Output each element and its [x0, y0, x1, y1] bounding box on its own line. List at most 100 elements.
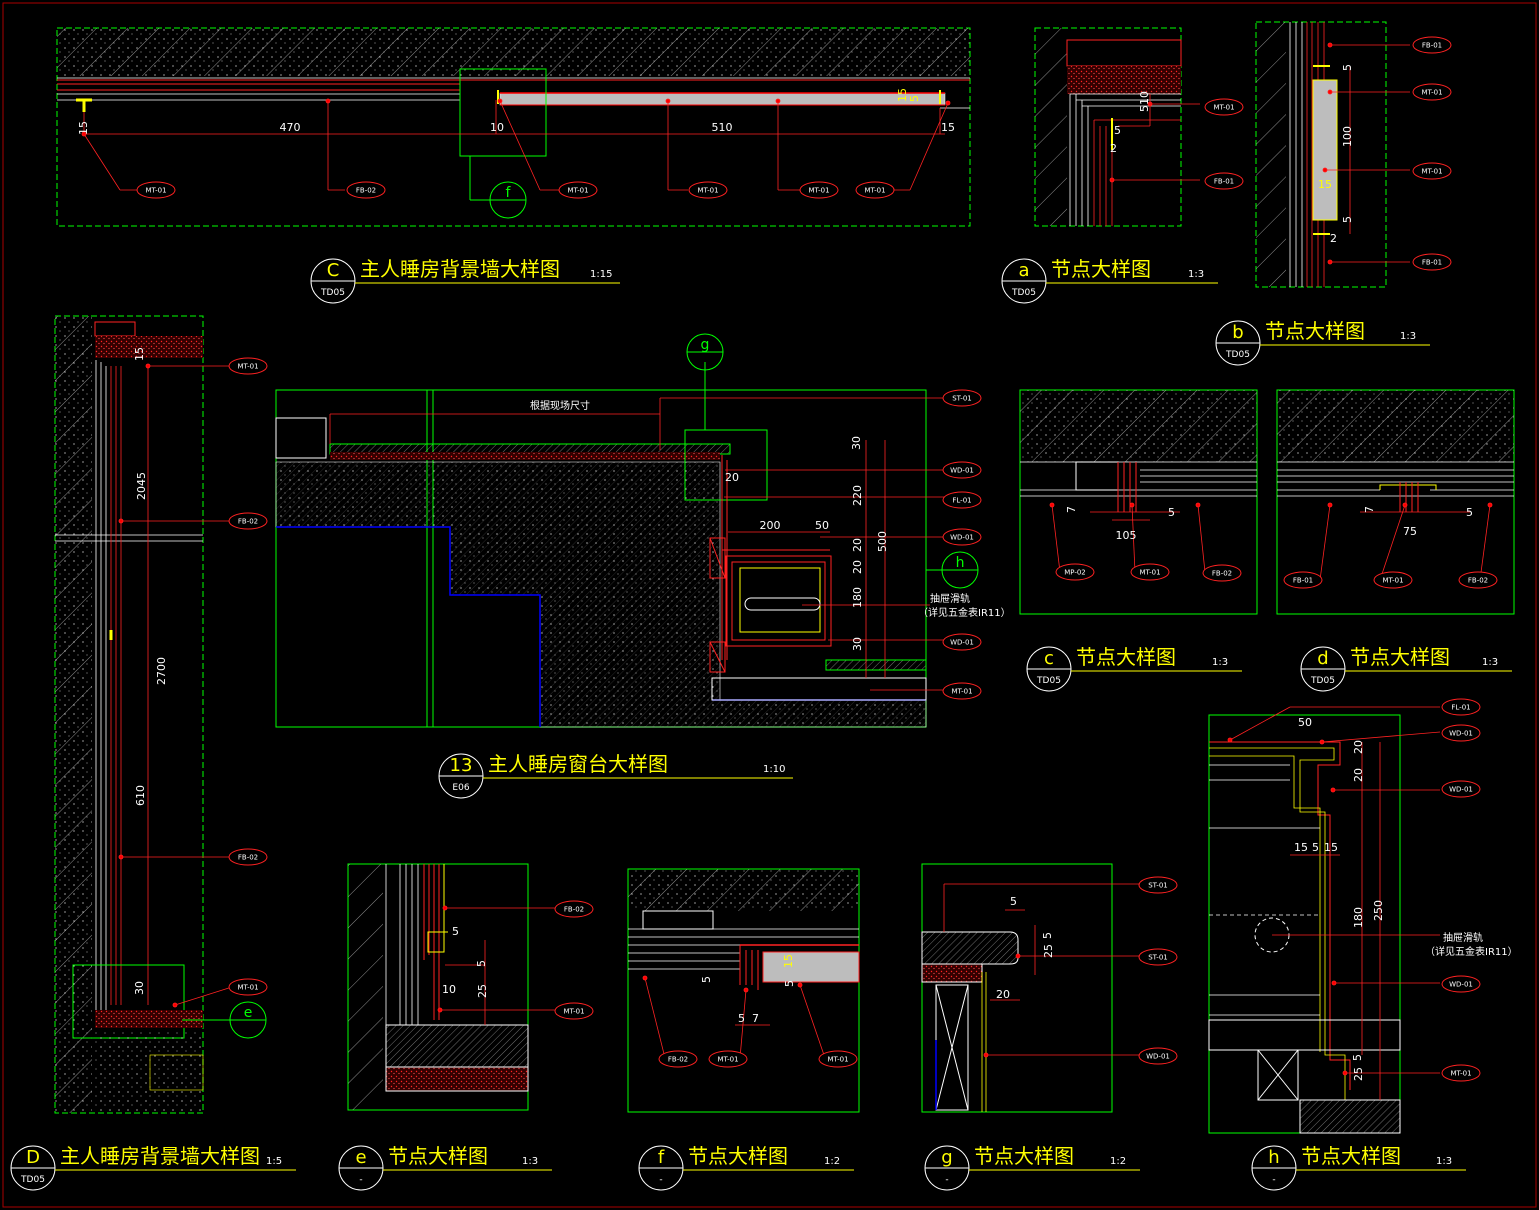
dim-h-15b: 15 [1324, 841, 1338, 854]
title-scale: 1:3 [1400, 331, 1416, 342]
callout-tag-label: MT-01 [1421, 89, 1442, 97]
callout-tag-mt01: MT-01 [228, 978, 268, 996]
callout-tag-label: FB-01 [1214, 178, 1234, 186]
callout-tag-label: FL-01 [1451, 704, 1470, 712]
title-letter: h [1268, 1147, 1279, 1168]
dim-13-20c: 20 [851, 560, 864, 574]
dim-g-25: 25 [1042, 944, 1055, 958]
callout-tag-label: MT-01 [1213, 104, 1234, 112]
callout-tag-fl01: FL-01 [942, 491, 982, 509]
title-scale: 1:5 [266, 1156, 282, 1167]
marker-h-label: h [956, 555, 965, 571]
callout-tag-label: WD-01 [1146, 1053, 1170, 1061]
callout-tag-fb02: FB-02 [658, 1050, 698, 1068]
callout-tag-label: WD-01 [950, 639, 974, 647]
callout-tag-mt01: MT-01 [136, 181, 176, 199]
detail-D-panel: e 15 2045 2700 610 30 [54, 315, 267, 1114]
dim-D-610: 610 [134, 785, 147, 806]
title-sheet-ref: E06 [452, 783, 469, 793]
callout-tag-label: FB-02 [668, 1056, 688, 1064]
callout-tag-label: MT-01 [1139, 569, 1160, 577]
callout-tag-fb02: FB-02 [554, 900, 594, 918]
callout-tag-label: MT-01 [827, 1056, 848, 1064]
dim-a-2: 2 [1110, 142, 1117, 155]
callout-tag-fb02: FB-02 [228, 512, 268, 530]
dim-D-2045: 2045 [135, 472, 148, 500]
dim-b-2: 2 [1330, 232, 1337, 245]
callout-tag-fb02: FB-02 [346, 181, 386, 199]
detail-13-panel: g h 根据现场尺寸 抽屉滑轨 （详见五金表IR11） 30 220 500 2… [275, 333, 1011, 728]
detail-f-panel: 15 5 5 5 7 [627, 868, 860, 1113]
dim-h-15: 15 [1294, 841, 1308, 854]
dim-C-470: 470 [280, 121, 301, 134]
dim-e-5: 5 [452, 925, 459, 938]
title-scale: 1:3 [1212, 657, 1228, 668]
callout-tag-label: WD-01 [1449, 786, 1473, 794]
dim-D-30: 30 [133, 981, 146, 995]
title-scale: 1:15 [590, 269, 612, 280]
title-letter: a [1018, 260, 1029, 281]
detail-h-panel: 50 20 20 15 5 15 180 250 5 25 抽屉滑轨 （详见五金… [1208, 706, 1518, 1134]
callout-tag-label: FB-01 [1422, 259, 1442, 267]
title-scale: 1:3 [522, 1156, 538, 1167]
detail-e-panel: 5 5 10 25 [347, 863, 555, 1111]
title-text: 主人睡房背景墙大样图 [360, 257, 560, 281]
callout-tag-fl01: FL-01 [1441, 698, 1481, 716]
title-text: 节点大样图 [1051, 257, 1151, 281]
marker-e-label: e [244, 1005, 253, 1021]
callout-tag-label: MT-01 [697, 187, 718, 195]
dim-g-5: 5 [1010, 895, 1017, 908]
callout-tag-label: MP-02 [1064, 569, 1086, 577]
dim-13-20b: 20 [851, 538, 864, 552]
dim-C-5: 5 [908, 95, 921, 102]
callout-tag-label: FL-01 [952, 497, 971, 505]
dim-e-25: 25 [476, 984, 489, 998]
callout-tag-fb01: FB-01 [1283, 571, 1323, 589]
callout-tag-mt01: MT-01 [558, 181, 598, 199]
callout-tag-label: FB-01 [1293, 577, 1313, 585]
callout-tag-label: MT-01 [951, 688, 972, 696]
callout-tag-label: ST-01 [1148, 954, 1168, 962]
title-scale: 1:2 [1110, 1156, 1126, 1167]
title-sheet-ref: - [659, 1175, 662, 1185]
dim-13-180: 180 [851, 587, 864, 608]
callout-tag-wd01: WD-01 [942, 461, 982, 479]
title-scale: 1:3 [1188, 269, 1204, 280]
dim-f-5c: 5 [738, 1012, 745, 1025]
callout-tag-mt01: MT-01 [1204, 98, 1244, 116]
note-drawer-rail-ref: （详见五金表IR11） [918, 606, 1011, 619]
detail-c-panel: 7 105 5 [1019, 389, 1258, 615]
dim-a-510: 510 [1138, 91, 1151, 112]
title-text: 主人睡房窗台大样图 [488, 752, 668, 776]
title-sheet-ref: - [359, 1175, 362, 1185]
title-sheet-ref: TD05 [1036, 676, 1061, 686]
title-letter: c [1044, 648, 1054, 669]
title-text: 节点大样图 [388, 1144, 488, 1168]
note-drawer-rail: 抽屉滑轨 [930, 592, 970, 605]
title-sheet-ref: TD05 [320, 288, 345, 298]
dim-D-2700: 2700 [155, 657, 168, 685]
callout-tag-mt01: MT-01 [855, 181, 895, 199]
callout-tag-label: ST-01 [1148, 882, 1168, 890]
dim-D-15: 15 [133, 347, 146, 361]
callout-tag-mt01: MT-01 [228, 357, 268, 375]
callout-tag-wd01: WD-01 [1138, 1047, 1178, 1065]
title-sheet-ref: TD05 [20, 1175, 45, 1185]
callout-tag-label: MT-01 [864, 187, 885, 195]
title-scale: 1:2 [824, 1156, 840, 1167]
callout-tag-label: MT-01 [563, 1008, 584, 1016]
callout-tag-label: FB-02 [1468, 577, 1488, 585]
callout-tag-label: MT-01 [1382, 577, 1403, 585]
detail-b-panel: 5 100 15 5 2 [1255, 21, 1410, 288]
callout-tag-wd01: WD-01 [942, 528, 982, 546]
title-letter: e [355, 1147, 366, 1168]
dim-d-5: 5 [1466, 506, 1473, 519]
title-text: 主人睡房背景墙大样图 [60, 1144, 260, 1168]
dim-h-50: 50 [1298, 716, 1312, 729]
